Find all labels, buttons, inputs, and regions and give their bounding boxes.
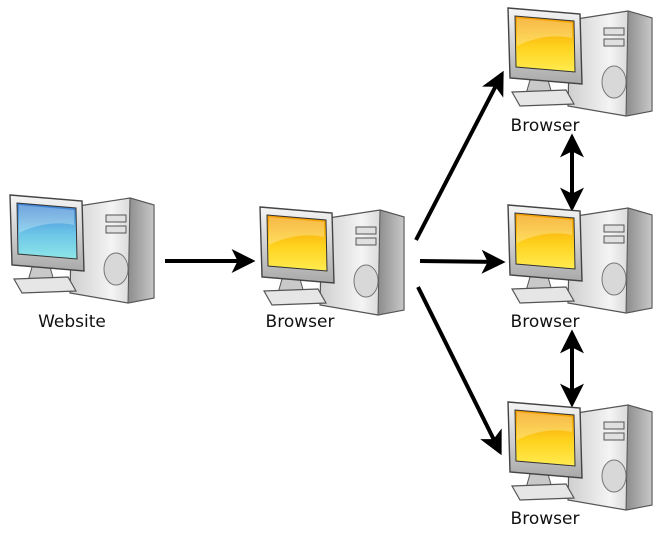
yellow-screen-icon [514, 212, 576, 270]
blue-screen-icon [16, 202, 78, 260]
computer-website [9, 194, 155, 304]
computer-browser-center [259, 206, 405, 316]
nodes-layer [9, 7, 653, 511]
computer-browser-bottom [507, 401, 653, 511]
yellow-screen-icon [514, 409, 576, 467]
arrow-browser-center-browser-bottom [416, 286, 502, 456]
yellow-screen-icon [514, 15, 576, 73]
screen-glare [19, 205, 74, 233]
computer-browser-middle [507, 204, 653, 314]
arrow-browser-center-browser-top [414, 70, 504, 241]
screen-glare [517, 215, 572, 243]
screen-glare [269, 217, 324, 245]
arrow-browser-center-browser-middle [419, 249, 506, 274]
edges-layer [165, 70, 584, 456]
screen-glare [517, 412, 572, 440]
label-browser-center: Browser [265, 312, 335, 332]
screen-glare [517, 18, 572, 46]
label-browser-bottom: Browser [510, 509, 580, 529]
label-browser-top: Browser [510, 116, 580, 136]
label-browser-middle: Browser [510, 312, 580, 332]
label-website: Website [38, 312, 106, 332]
yellow-screen-icon [266, 214, 328, 272]
computer-browser-top [507, 7, 653, 117]
